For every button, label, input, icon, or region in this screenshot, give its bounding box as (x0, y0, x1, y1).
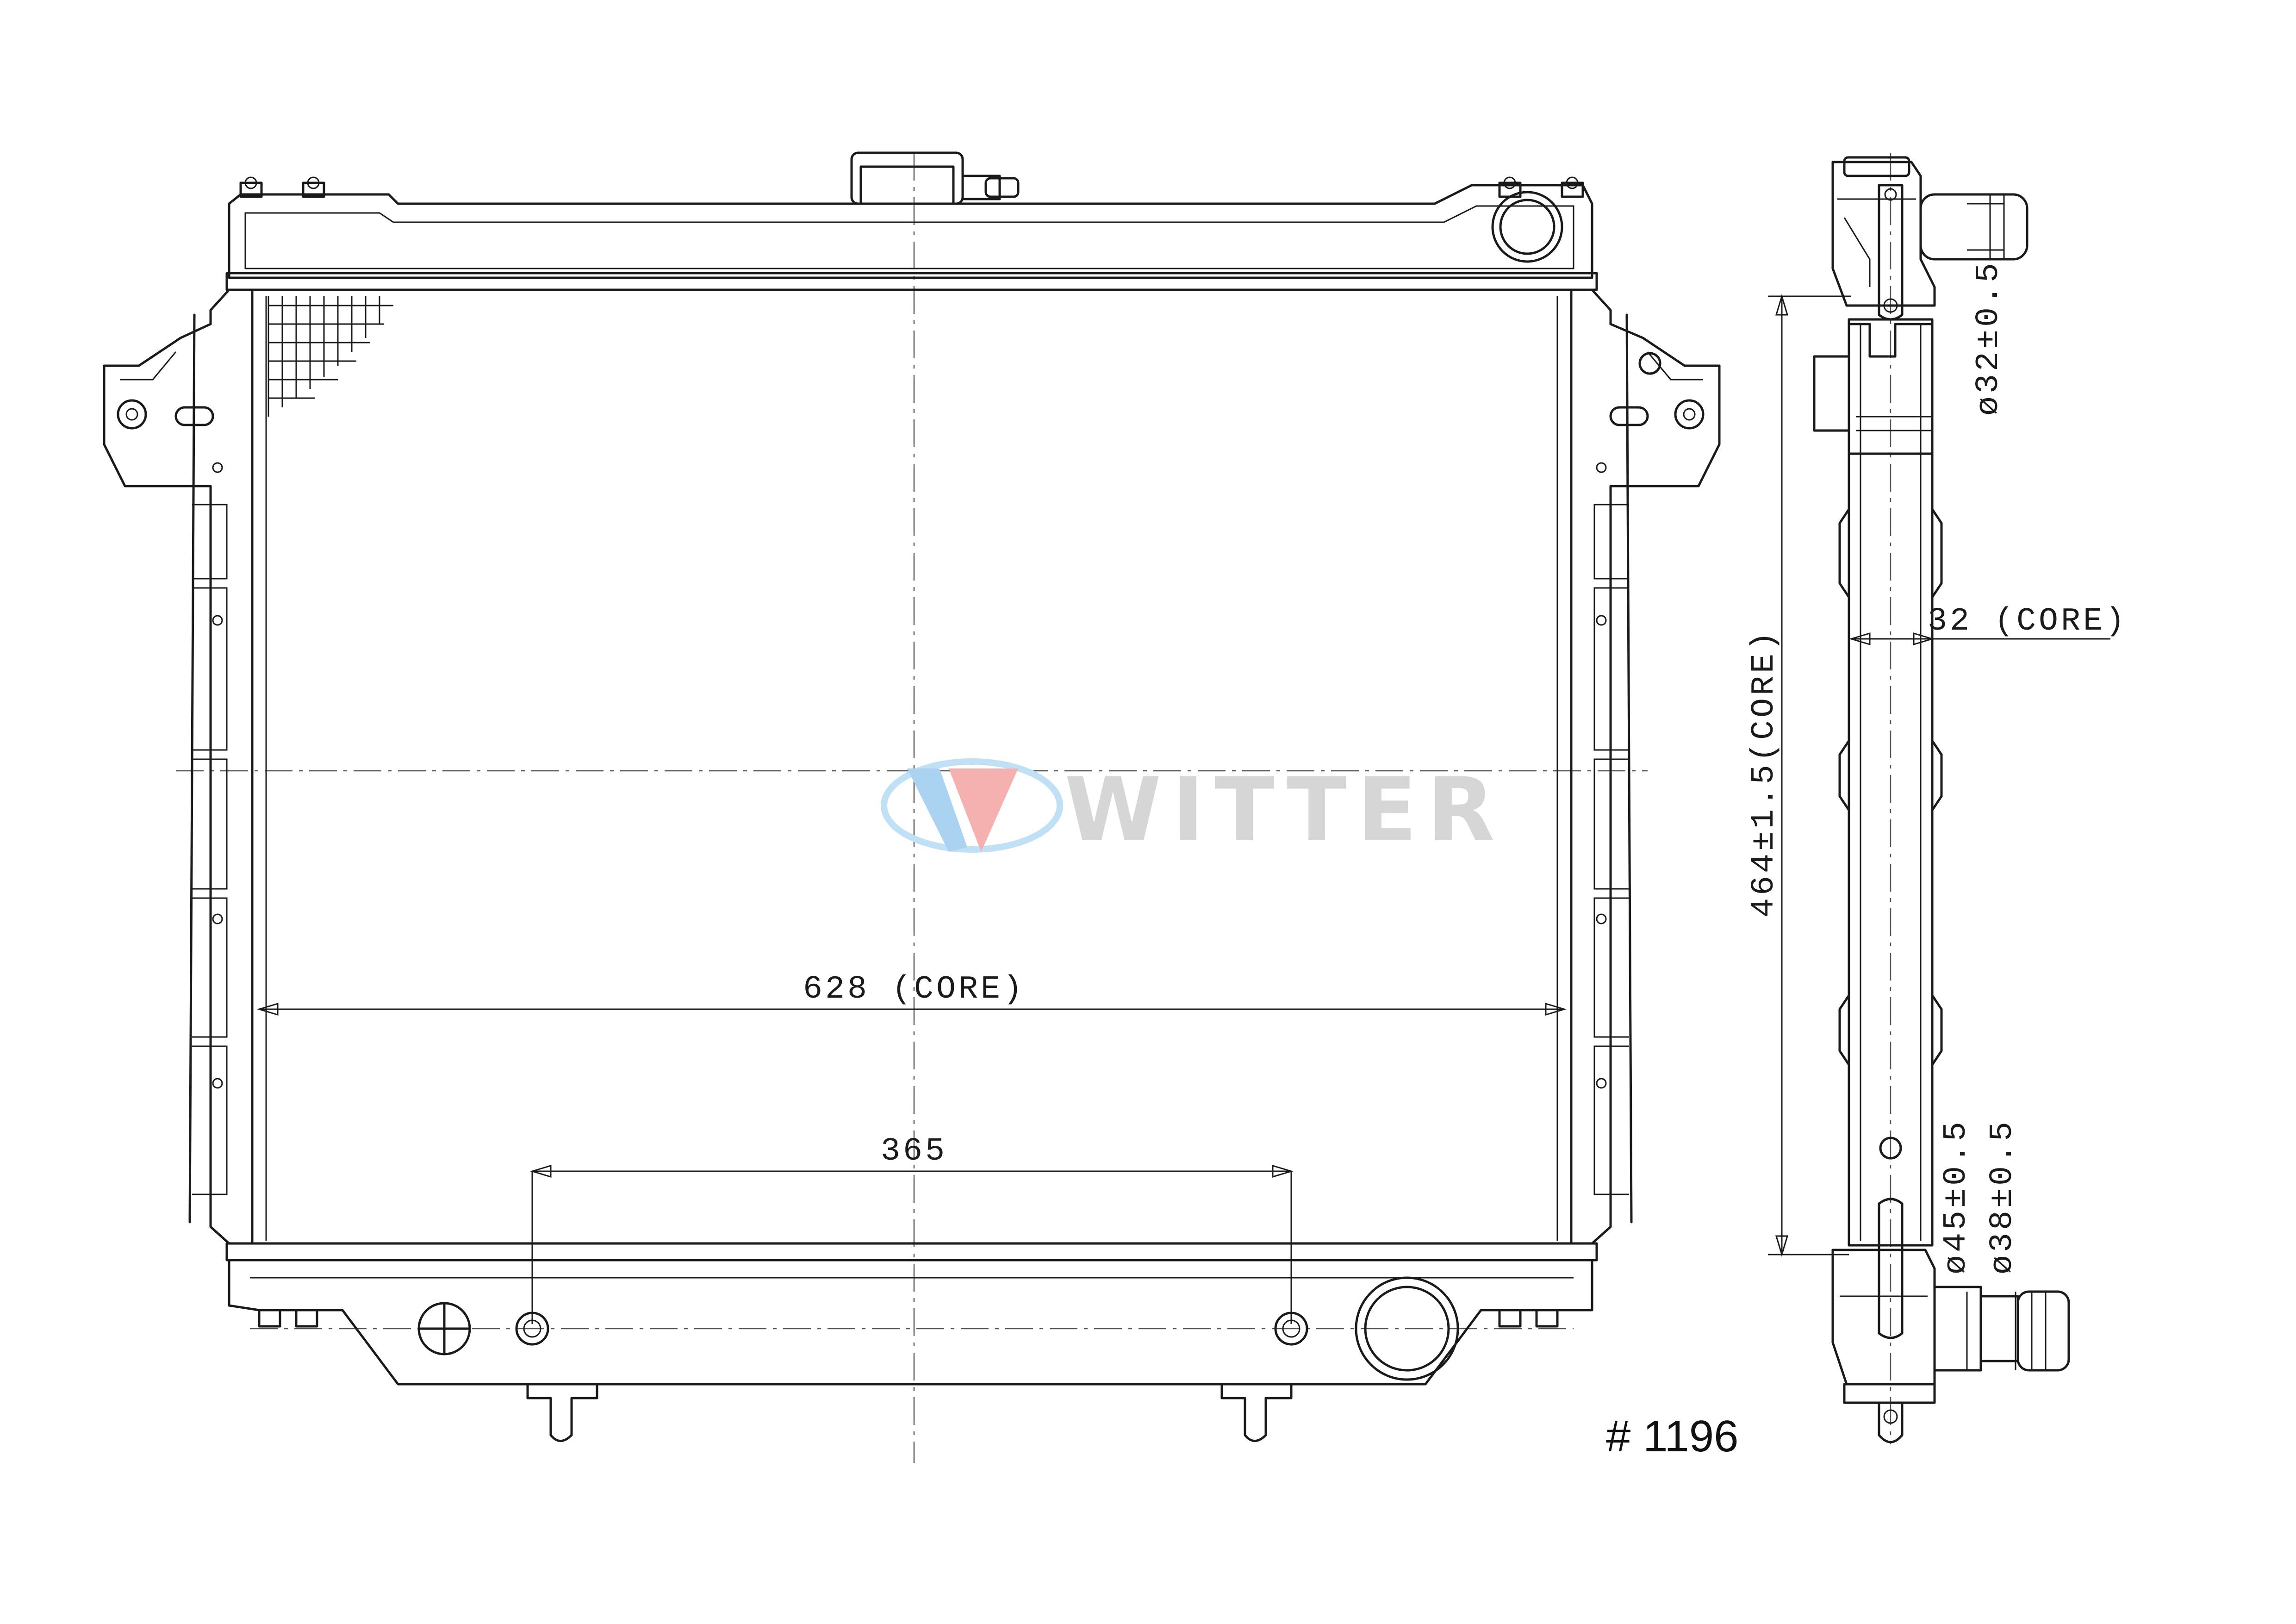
bottom-mounting-studs (515, 1312, 1308, 1442)
filler-neck (850, 151, 1020, 205)
core-height-label: 464±1.5(CORE) (1746, 629, 1783, 918)
bottom-tank-flange (225, 1242, 1598, 1262)
side-inlet-pipe (1919, 193, 2028, 261)
dimension-outlet-diameters: ø45±0.5 ø38±0.5 (1938, 1119, 2021, 1370)
outlet-pipe (1355, 1276, 1459, 1381)
witter-wordmark: WITTER (1064, 759, 1505, 861)
witter-watermark: WITTER (881, 758, 1505, 861)
dimension-inlet-diameter: ø32±0.5 (1967, 203, 2007, 416)
dimension-core-width: 628 (CORE) (256, 971, 1567, 1016)
core-fin-detail (268, 296, 393, 417)
top-bolts (239, 176, 1584, 198)
dimension-mount-spacing: 365 (529, 1133, 1294, 1324)
top-tank-flange (225, 272, 1598, 291)
dimension-core-height: 464±1.5(CORE) (1746, 294, 1851, 1257)
part-number: # 1196 (1606, 1412, 1739, 1461)
mount-spacing-label: 365 (881, 1133, 947, 1170)
side-bottom-tank (1831, 1249, 1936, 1386)
inlet-pipe (1491, 191, 1563, 263)
side-top-tank (1831, 161, 1936, 307)
witter-logo-blue-mark (907, 768, 967, 852)
inlet-diameter-label: ø32±0.5 (1971, 260, 2007, 416)
left-mounting-bracket (103, 288, 230, 1245)
side-outlet-pipes (1933, 1286, 2070, 1372)
drain-plug (417, 1302, 471, 1355)
top-tank (228, 184, 1593, 279)
dimension-core-depth: 32 (CORE) (1848, 603, 2128, 646)
core-depth-label: 32 (CORE) (1928, 603, 2128, 640)
front-view: 628 (CORE) 365 WITTER (103, 151, 1721, 1463)
outlet-diameter-2-label: ø38±0.5 (1985, 1119, 2021, 1274)
core-width-label: 628 (CORE) (803, 971, 1025, 1008)
outlet-diameter-1-label: ø45±0.5 (1938, 1119, 1975, 1274)
side-bracket (1848, 323, 1934, 455)
bottom-bolts (258, 1309, 1559, 1328)
right-mounting-bracket (1591, 288, 1721, 1245)
witter-logo-ring (881, 758, 1063, 853)
side-view: 464±1.5(CORE) 32 (CORE) ø32±0.5 ø45±0.5 … (1746, 153, 2128, 1444)
witter-logo-red-mark (949, 768, 1018, 852)
